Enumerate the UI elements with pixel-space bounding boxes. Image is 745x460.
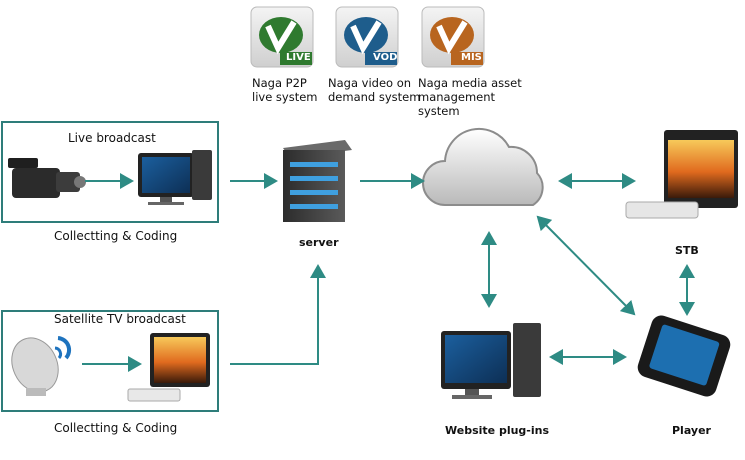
satellite-broadcast-title: Satellite TV broadcast xyxy=(54,312,186,326)
stb-tv-icon xyxy=(625,130,738,219)
logo-live-badge: LIVE xyxy=(286,52,311,63)
server-icon xyxy=(283,140,352,222)
arrow-cloud-player xyxy=(536,215,636,316)
live-broadcast-title: Live broadcast xyxy=(68,131,156,145)
logo-vod-badge: VOD xyxy=(373,52,398,63)
logo-vod: VOD xyxy=(335,6,399,68)
arrow-satellite-to-server xyxy=(230,264,326,365)
logo-vod-caption: Naga video on demand system xyxy=(328,76,421,104)
satellite-dish-icon xyxy=(11,336,72,396)
live-broadcast-box xyxy=(1,121,219,223)
logo-mis: MIS xyxy=(421,6,485,68)
logo-live: LIVE xyxy=(250,6,314,68)
video-camera-icon xyxy=(8,158,86,198)
smartphone-icon xyxy=(637,315,731,397)
player-label: Player xyxy=(672,424,711,437)
tv-icon xyxy=(127,333,210,402)
server-label: server xyxy=(299,236,339,249)
stb-label: STB xyxy=(675,244,699,257)
computer-icon xyxy=(138,150,212,205)
website-computer-icon xyxy=(441,323,541,399)
logo-mis-badge: MIS xyxy=(461,52,482,63)
satellite-collecting-caption: Collectting & Coding xyxy=(54,421,178,435)
logo-live-caption: Naga P2P live system xyxy=(252,76,318,104)
website-plugins-label: Website plug-ins xyxy=(445,424,550,437)
satellite-broadcast-box xyxy=(1,310,219,412)
live-collecting-caption: Collectting & Coding xyxy=(54,229,178,243)
cloud-icon xyxy=(422,127,544,206)
logo-mis-caption: Naga media asset management system xyxy=(418,76,522,118)
